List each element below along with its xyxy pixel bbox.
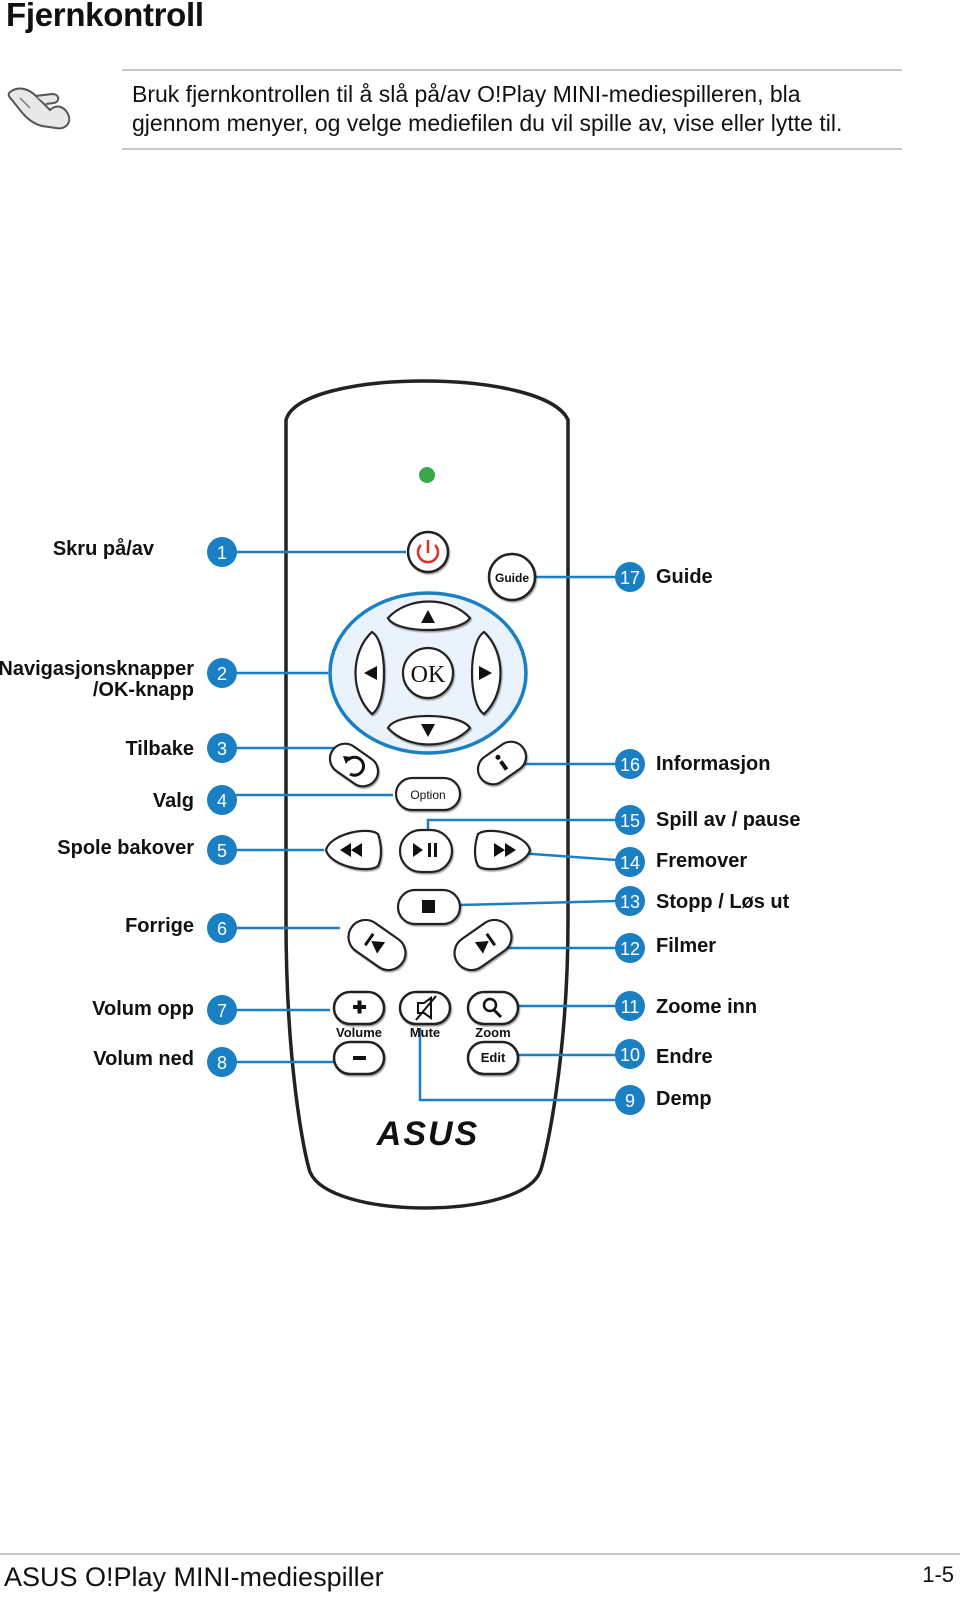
- label-mute: Demp: [656, 1088, 712, 1110]
- note-bottom-rule: [122, 148, 902, 150]
- label-movies: Filmer: [656, 935, 717, 957]
- label-option: Valg: [152, 790, 194, 812]
- back-icon: [346, 755, 366, 777]
- page-title: Fjernkontroll: [6, 0, 204, 33]
- callout-5: 5: [217, 841, 227, 861]
- edit-button[interactable]: [466, 1040, 520, 1076]
- rewind-icon: [340, 843, 362, 857]
- footer-rule: [0, 1553, 960, 1555]
- label-vol-up: Volum opp: [92, 998, 194, 1020]
- label-zoom-in: Zoome inn: [656, 996, 758, 1018]
- arrow-up-icon: [421, 610, 435, 623]
- callout-12: 12: [620, 939, 640, 959]
- note-top-rule: [122, 69, 902, 71]
- label-stop: Stopp / Løs ut: [656, 891, 790, 913]
- label-rewind: Spole bakover: [57, 837, 194, 859]
- callout-2: 2: [217, 664, 227, 684]
- back-button[interactable]: [324, 738, 384, 792]
- callout-14: 14: [620, 853, 640, 873]
- label-nav-line1: Navigasjonsknapper: [0, 658, 194, 680]
- label-previous: Forrige: [125, 915, 194, 937]
- option-button-text: Option: [410, 788, 445, 802]
- mute-text: Mute: [410, 1025, 440, 1040]
- label-info: Informasjon: [656, 753, 771, 775]
- label-power: Skru på/av: [52, 538, 154, 560]
- zoom-text: Zoom: [475, 1025, 510, 1040]
- guide-button[interactable]: Guide: [487, 552, 537, 602]
- minus-icon: [353, 1056, 366, 1060]
- label-play-pause: Spill av / pause: [656, 809, 801, 831]
- callout-9: 9: [625, 1091, 635, 1111]
- volume-text: Volume: [336, 1025, 382, 1040]
- remote-diagram: Guide OK Option: [0, 360, 960, 1240]
- stop-icon: [422, 900, 435, 913]
- zoom-button[interactable]: [466, 990, 520, 1026]
- previous-icon: [363, 932, 386, 954]
- label-edit: Endre: [656, 1046, 713, 1068]
- power-button[interactable]: [406, 530, 450, 574]
- page-number: 1-5: [922, 1562, 954, 1587]
- arrow-left-icon: [364, 666, 377, 680]
- guide-button-text: Guide: [495, 571, 529, 585]
- label-nav-line2: /OK-knapp: [92, 679, 194, 701]
- label-guide: Guide: [656, 566, 713, 588]
- edit-text: Edit: [481, 1050, 506, 1065]
- callout-15: 15: [620, 811, 640, 831]
- callout-4: 4: [217, 791, 227, 811]
- callout-11: 11: [621, 997, 640, 1017]
- next-icon: [474, 932, 497, 954]
- play-pause-icon: [413, 843, 437, 857]
- info-icon: [495, 754, 509, 771]
- callout-3: 3: [217, 739, 227, 759]
- ok-button-text: OK: [411, 662, 446, 688]
- footer-product: ASUS O!Play MINI-mediespiller: [4, 1562, 384, 1592]
- callout-17: 17: [620, 568, 640, 588]
- forward-icon: [494, 843, 516, 857]
- callout-8: 8: [217, 1053, 227, 1073]
- callout-16: 16: [620, 755, 640, 775]
- label-back: Tilbake: [125, 738, 194, 760]
- mute-icon: [415, 995, 437, 1021]
- label-vol-down: Volum ned: [93, 1048, 194, 1070]
- asus-logo: ASUS: [376, 1115, 479, 1153]
- arrow-down-icon: [421, 724, 435, 737]
- play-pause-button[interactable]: [398, 828, 454, 874]
- option-button[interactable]: [394, 776, 462, 812]
- callout-7: 7: [217, 1001, 227, 1021]
- callout-13: 13: [620, 892, 640, 912]
- note-text: Bruk fjernkontrollen til å slå på/av O!P…: [132, 81, 843, 136]
- callout-10: 10: [620, 1045, 640, 1065]
- ok-button[interactable]: [401, 646, 455, 700]
- callout-6: 6: [217, 919, 227, 939]
- arrow-right-icon: [479, 666, 492, 680]
- plus-icon: [353, 1000, 366, 1014]
- status-led: [419, 467, 435, 483]
- callout-1: 1: [217, 543, 227, 563]
- label-forward: Fremover: [656, 850, 748, 872]
- zoom-icon: [482, 997, 503, 1019]
- pointing-hand-icon: [7, 87, 71, 130]
